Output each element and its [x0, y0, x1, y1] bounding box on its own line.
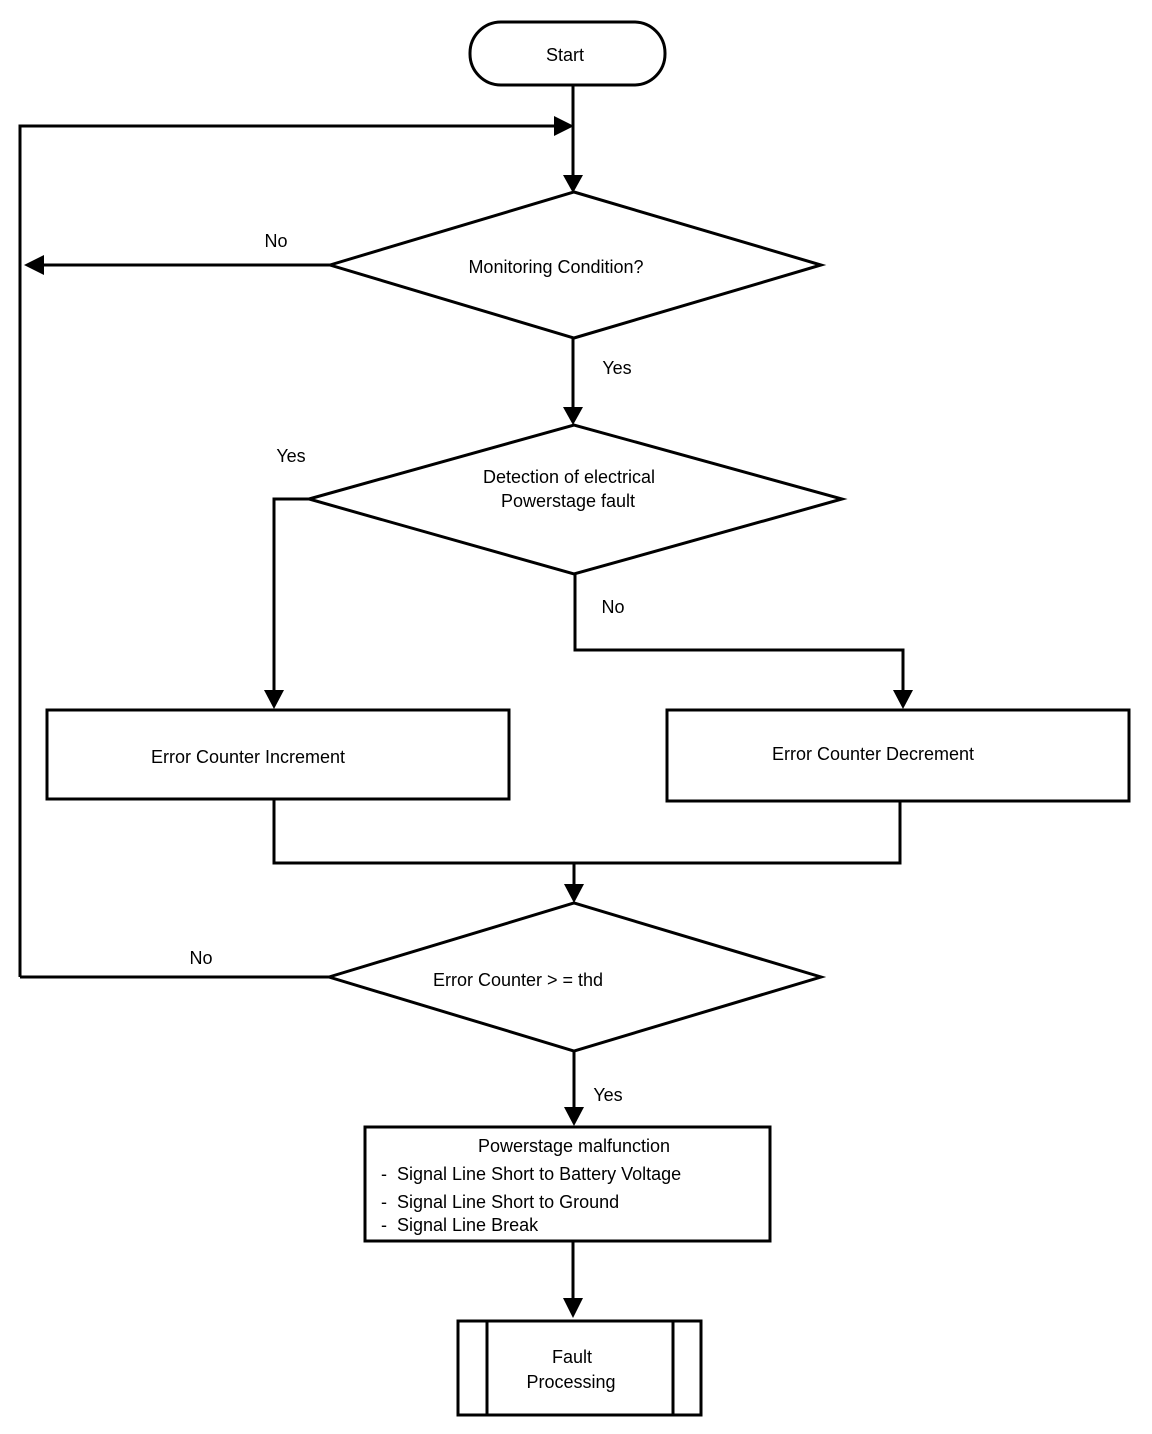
- decrement-label: Error Counter Decrement: [772, 744, 974, 764]
- threshold-decision: [323, 901, 827, 1053]
- edge-label-threshold-yes: Yes: [593, 1085, 622, 1105]
- malfunction-item: Signal Line Short to Ground: [397, 1192, 619, 1212]
- malfunction-item: Signal Line Break: [397, 1215, 539, 1235]
- edge-increment-merge: [272, 799, 902, 865]
- edge-detection-no: [573, 574, 905, 693]
- malfunction-item-bullet: -: [381, 1164, 387, 1184]
- increment-process: [45, 708, 511, 801]
- arrowhead-to-malfunction: [564, 1107, 584, 1126]
- arrowhead-to-fault: [563, 1298, 583, 1318]
- start-label: Start: [546, 45, 584, 65]
- arrowhead-to-monitoring: [563, 175, 583, 193]
- detection-label-line2: Powerstage fault: [501, 491, 635, 511]
- monitoring-label: Monitoring Condition?: [468, 257, 643, 277]
- arrowhead-to-decrement: [893, 690, 913, 709]
- start-terminator: [468, 20, 667, 87]
- fault-processing-subroutine: [456, 1319, 703, 1417]
- edge-detection-yes: [272, 497, 309, 693]
- increment-label: Error Counter Increment: [151, 747, 345, 767]
- edge-label-detection-yes: Yes: [276, 446, 305, 466]
- decrement-process: [665, 708, 1131, 803]
- monitoring-decision: [324, 190, 827, 340]
- malfunction-item-bullet: -: [381, 1215, 387, 1235]
- arrowhead-to-detection: [563, 407, 583, 425]
- edge-label-monitoring-yes: Yes: [602, 358, 631, 378]
- malfunction-process: [363, 1125, 772, 1243]
- edge-label-detection-no: No: [601, 597, 624, 617]
- threshold-label: Error Counter > = thd: [433, 970, 603, 990]
- detection-label-line1: Detection of electrical: [483, 467, 655, 487]
- arrowhead-to-threshold: [564, 884, 584, 903]
- malfunction-item: Signal Line Short to Battery Voltage: [397, 1164, 681, 1184]
- fault-label-line2: Processing: [526, 1372, 615, 1392]
- edge-label-monitoring-no: No: [264, 231, 287, 251]
- arrowhead-to-increment: [264, 690, 284, 709]
- edge-label-threshold-no: No: [189, 948, 212, 968]
- edge-loop-return: [18, 124, 556, 977]
- arrowhead-loop: [554, 116, 574, 136]
- malfunction-item-bullet: -: [381, 1192, 387, 1212]
- arrowhead-monitoring-no: [24, 255, 44, 275]
- fault-label-line1: Fault: [552, 1347, 592, 1367]
- detection-decision: [303, 423, 848, 576]
- malfunction-title: Powerstage malfunction: [478, 1136, 670, 1156]
